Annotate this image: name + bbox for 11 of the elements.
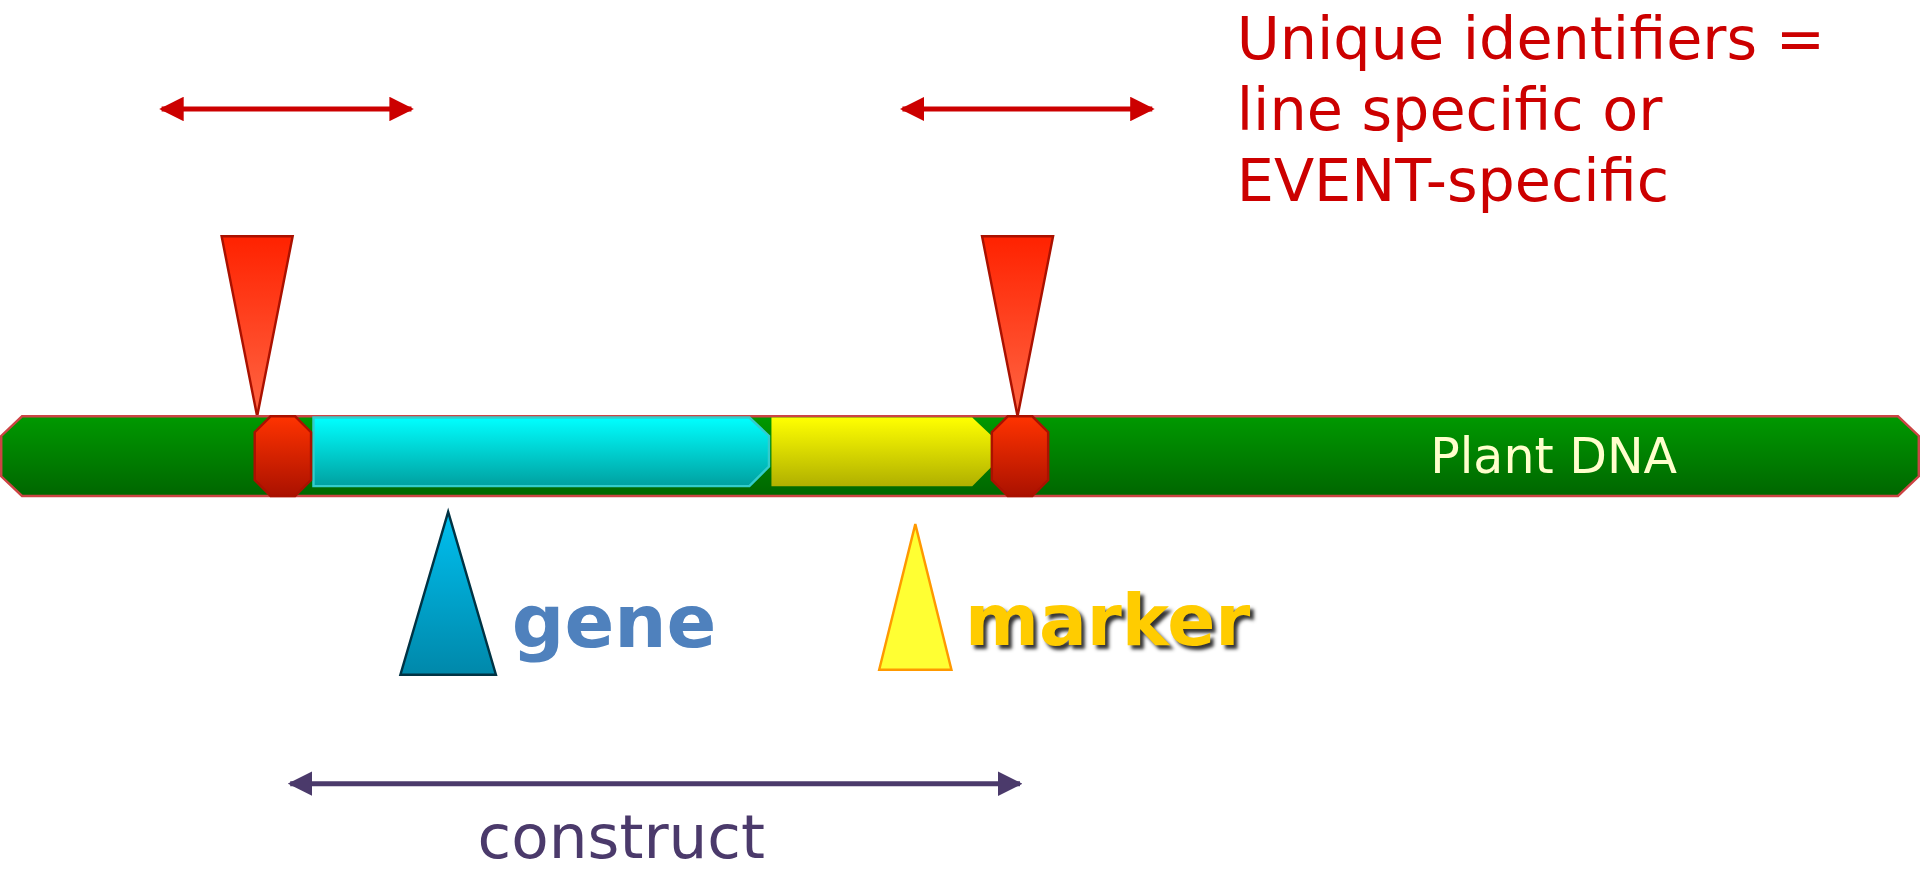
marker-segment [771, 417, 992, 487]
dimension-label: construct [477, 802, 766, 873]
gene-segment [312, 416, 771, 488]
part-label: gene [511, 577, 717, 664]
pointer-triangle [877, 522, 953, 672]
note-text: Unique identifiers = line specific or EVENT-specific [1236, 2, 1827, 216]
strand-label: Plant DNA [1430, 426, 1678, 486]
insertion-marker [220, 235, 295, 418]
pointer-triangle [398, 507, 498, 676]
part-label: marker [964, 578, 1251, 664]
insertion-marker [980, 235, 1055, 418]
